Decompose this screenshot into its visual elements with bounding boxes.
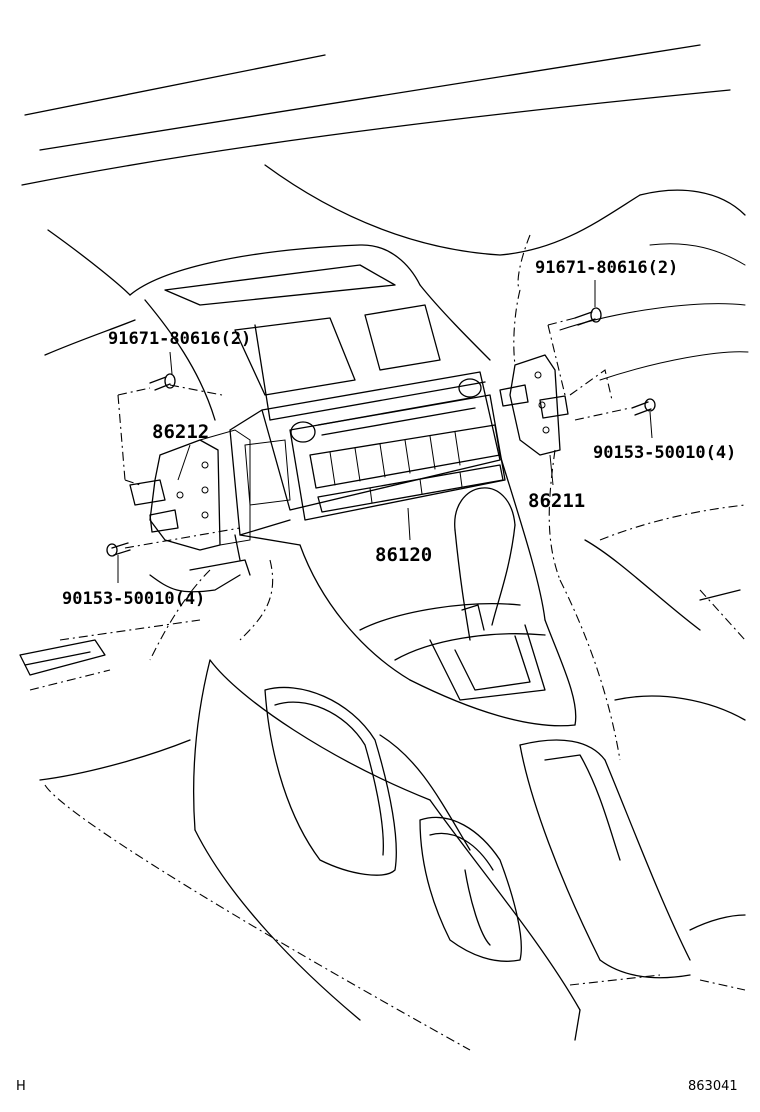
part-label-screw-top-right: 91671-80616(2) [535, 258, 678, 278]
left-dash-area [19, 534, 251, 781]
screw-icon [574, 307, 602, 326]
part-label-screw-bottom-left: 90153-50010(4) [62, 589, 205, 609]
screw-icon [631, 398, 656, 416]
illustration-number: 863041 [688, 1079, 738, 1094]
screw-icon [149, 373, 176, 391]
right-console-side [584, 539, 746, 931]
leader-lines [117, 280, 653, 583]
receiver-unit [229, 371, 506, 546]
corner-mark: H [16, 1079, 26, 1094]
screw-icon [106, 542, 131, 557]
assembly-lines [29, 234, 746, 1051]
part-label-screw-bottom-right: 90153-50010(4) [593, 443, 736, 463]
part-label-screw-top-left: 91671-80616(2) [108, 329, 251, 349]
bracket-right [499, 354, 569, 456]
part-label-bracket-right: 86211 [528, 490, 585, 512]
bracket-left [129, 429, 251, 551]
dashboard-outline [21, 44, 749, 381]
console-side-panel [264, 686, 522, 962]
part-label-bracket-left: 86212 [152, 421, 209, 443]
center-stack [129, 244, 491, 421]
console-body [193, 454, 691, 1041]
part-label-receiver: 86120 [375, 544, 432, 566]
